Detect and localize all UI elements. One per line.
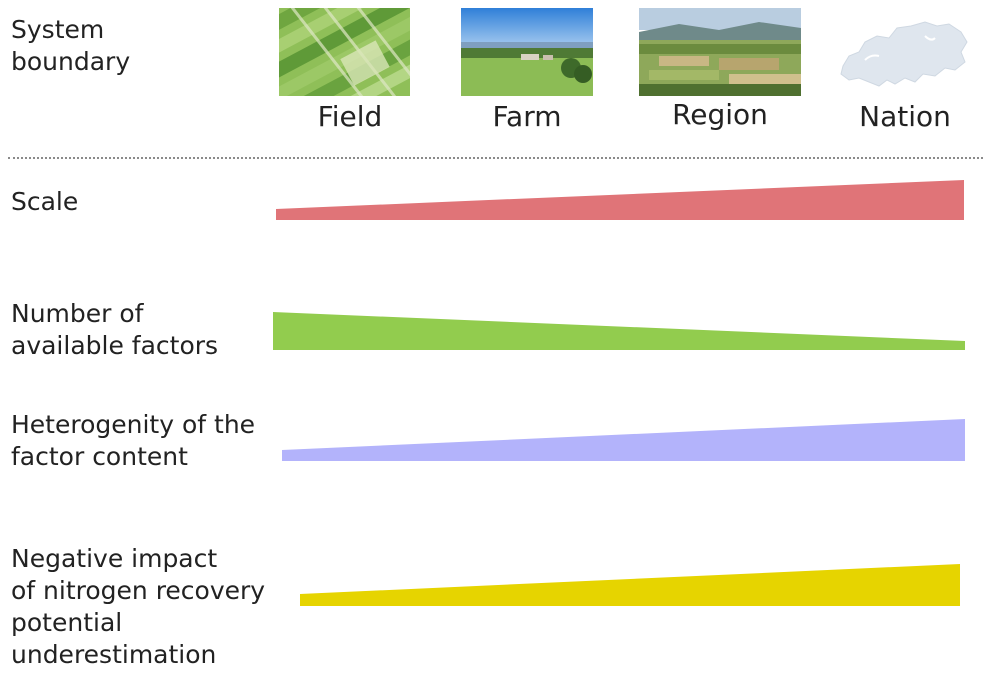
scale-label-farm: Farm [492,100,562,133]
wedge-heterogeneity [282,419,965,461]
farm-landscape-photo-icon [461,8,593,96]
scale-label-field: Field [317,100,383,133]
row-label-scale: Scale [11,187,79,216]
scale-label-region: Region [672,98,768,131]
row-label-impact: Negative impact of nitrogen recovery pot… [11,544,266,669]
system-boundary-label: System boundary [11,15,131,76]
region-landscape-photo-icon [639,8,801,96]
row-label-heterogeneity: Heterogenity of the factor content [11,410,256,471]
field-aerial-photo-icon [279,8,410,96]
switzerland-map-silhouette-icon [835,8,975,98]
header-divider [8,157,983,159]
wedge-impact [300,564,960,606]
scale-label-nation: Nation [859,100,951,133]
wedge-factors [273,312,965,350]
row-label-factors: Number of available factors [11,299,219,360]
wedge-scale [276,180,964,220]
